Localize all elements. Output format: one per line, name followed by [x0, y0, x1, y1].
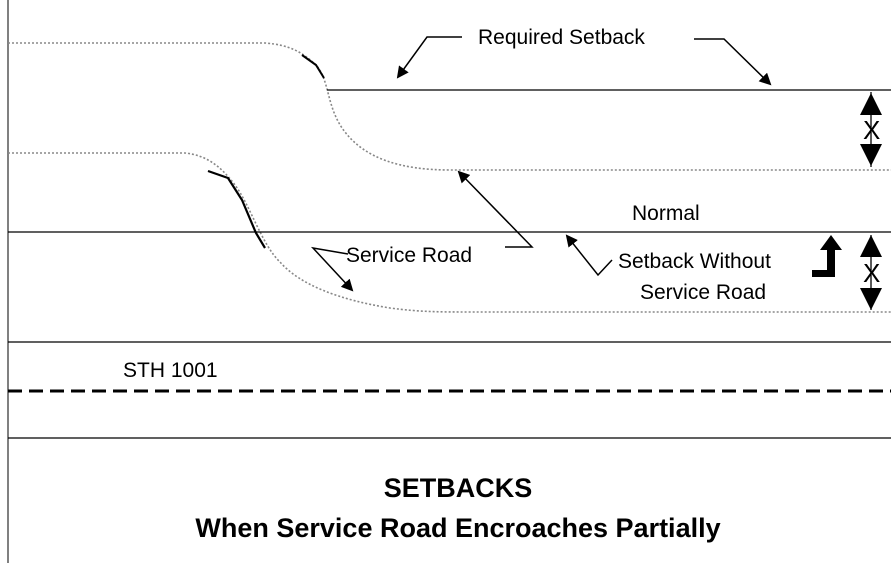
- upper-dotted-line: [8, 42, 891, 171]
- setback-without-label-line1: Setback Without: [618, 250, 771, 273]
- setback-without-label-line2: Service Road: [640, 281, 766, 304]
- highway-label: STH 1001: [123, 359, 218, 382]
- upper-x-arrow-up: [860, 93, 882, 115]
- service-road-leader-to-lower: [310, 246, 354, 292]
- setback-without-leader: [565, 234, 613, 277]
- service-road-label: Service Road: [346, 244, 472, 267]
- lower-x-marker: X: [863, 258, 880, 288]
- upper-x-arrow-down: [860, 144, 882, 166]
- service-road-leader-to-upper: [457, 170, 534, 248]
- required-setback-left-leader: [396, 36, 462, 79]
- title-line-2: When Service Road Encroaches Partially: [195, 513, 720, 543]
- lower-x-arrow-up: [860, 235, 882, 257]
- required-setback-label: Required Setback: [478, 26, 645, 49]
- lower-curve-solid-segment: [207, 169, 266, 249]
- required-setback-right-leader: [694, 38, 772, 86]
- lower-x-arrow-down: [860, 288, 882, 310]
- upper-x-marker: X: [863, 115, 880, 145]
- upper-curve-solid-segment: [301, 54, 325, 79]
- normal-label: Normal: [632, 202, 700, 225]
- bent-up-arrow-icon: [812, 235, 842, 277]
- title-line-1: SETBACKS: [384, 473, 533, 503]
